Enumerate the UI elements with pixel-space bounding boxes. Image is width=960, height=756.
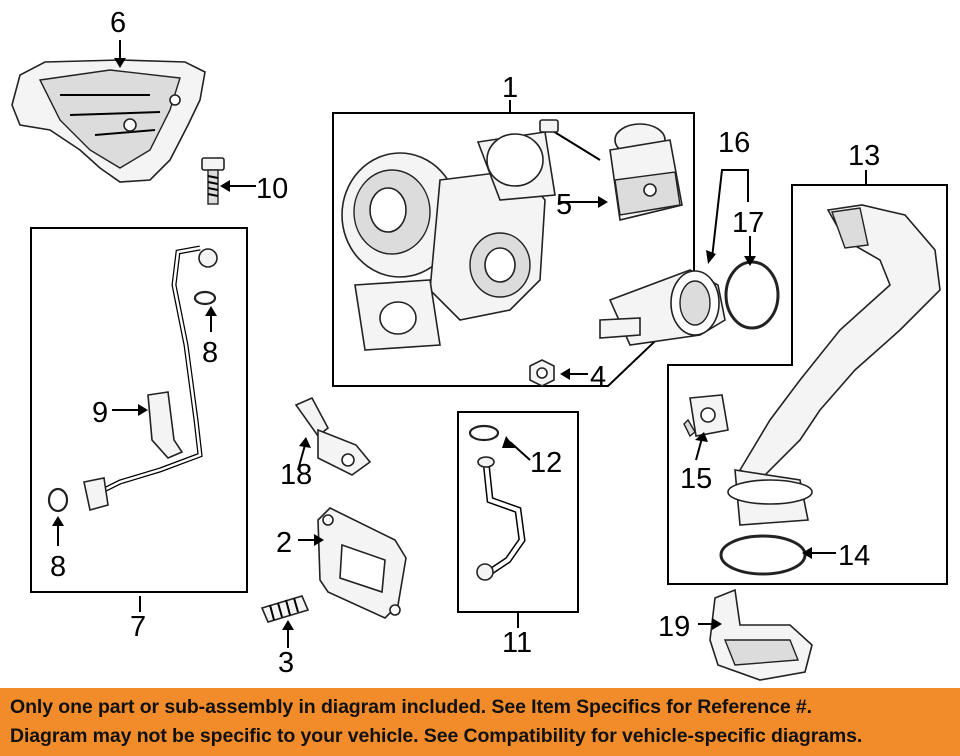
- callout-15: 15: [680, 463, 712, 495]
- washer-8b-part: [47, 487, 69, 513]
- stud-part: [260, 595, 310, 623]
- callout-16: 16: [718, 127, 750, 159]
- o-ring-17-part: [724, 260, 780, 330]
- bolt-part: [201, 157, 225, 205]
- o-ring-12-part: [468, 424, 500, 442]
- oil-return-pipe-part: [476, 456, 526, 581]
- callout-3: 3: [278, 647, 294, 679]
- callout-5: 5: [556, 189, 572, 221]
- callout-9: 9: [92, 397, 108, 429]
- intake-hose-group-box: [667, 184, 948, 585]
- outlet-pipe-part: [599, 269, 726, 346]
- disclaimer-line-2: Diagram may not be specific to your vehi…: [10, 725, 863, 747]
- callout-labels: 6 1 10 5 16 17 13 4 8 9 8 7 12 11 18 2 3…: [50, 7, 880, 679]
- turbocharger-part: [341, 131, 556, 351]
- sensor-15-part: [683, 394, 729, 438]
- o-ring-14-part: [719, 534, 807, 576]
- callout-8a: 8: [202, 337, 218, 369]
- heat-shield-part: [11, 59, 206, 183]
- callout-18: 18: [280, 459, 312, 491]
- gasket-part: [317, 507, 407, 619]
- washer-8a-part: [193, 290, 217, 306]
- intake-hose-part: [727, 204, 941, 526]
- oil-feed-group-box: [30, 227, 248, 593]
- callout-12: 12: [530, 447, 562, 479]
- callout-1: 1: [502, 72, 518, 104]
- wastegate-actuator-part: [539, 119, 683, 221]
- leader-lines: [52, 40, 867, 648]
- pipe-bracket-part: [147, 391, 184, 459]
- callout-14: 14: [838, 540, 870, 572]
- callout-8b: 8: [50, 551, 66, 583]
- callout-7: 7: [130, 611, 146, 643]
- callout-17: 17: [732, 207, 764, 239]
- nut-part: [529, 359, 555, 387]
- callout-4: 4: [590, 361, 606, 393]
- callout-2: 2: [276, 527, 292, 559]
- turbocharger-group-box: [332, 112, 695, 387]
- sensor-18-part: [294, 396, 372, 476]
- parts-diagram: 6 1 10 5 16 17 13 4 8 9 8 7 12 11 18 2 3…: [11, 7, 948, 681]
- disclaimer-banner: Only one part or sub-assembly in diagram…: [0, 688, 960, 756]
- oil-feed-pipe-part: [83, 245, 218, 511]
- callout-6: 6: [110, 7, 126, 39]
- disclaimer-line-1: Only one part or sub-assembly in diagram…: [10, 696, 812, 718]
- callout-10: 10: [256, 173, 288, 205]
- callout-11: 11: [502, 627, 532, 659]
- callout-19: 19: [658, 611, 690, 643]
- bracket-part: [709, 588, 813, 681]
- callout-13: 13: [848, 140, 880, 172]
